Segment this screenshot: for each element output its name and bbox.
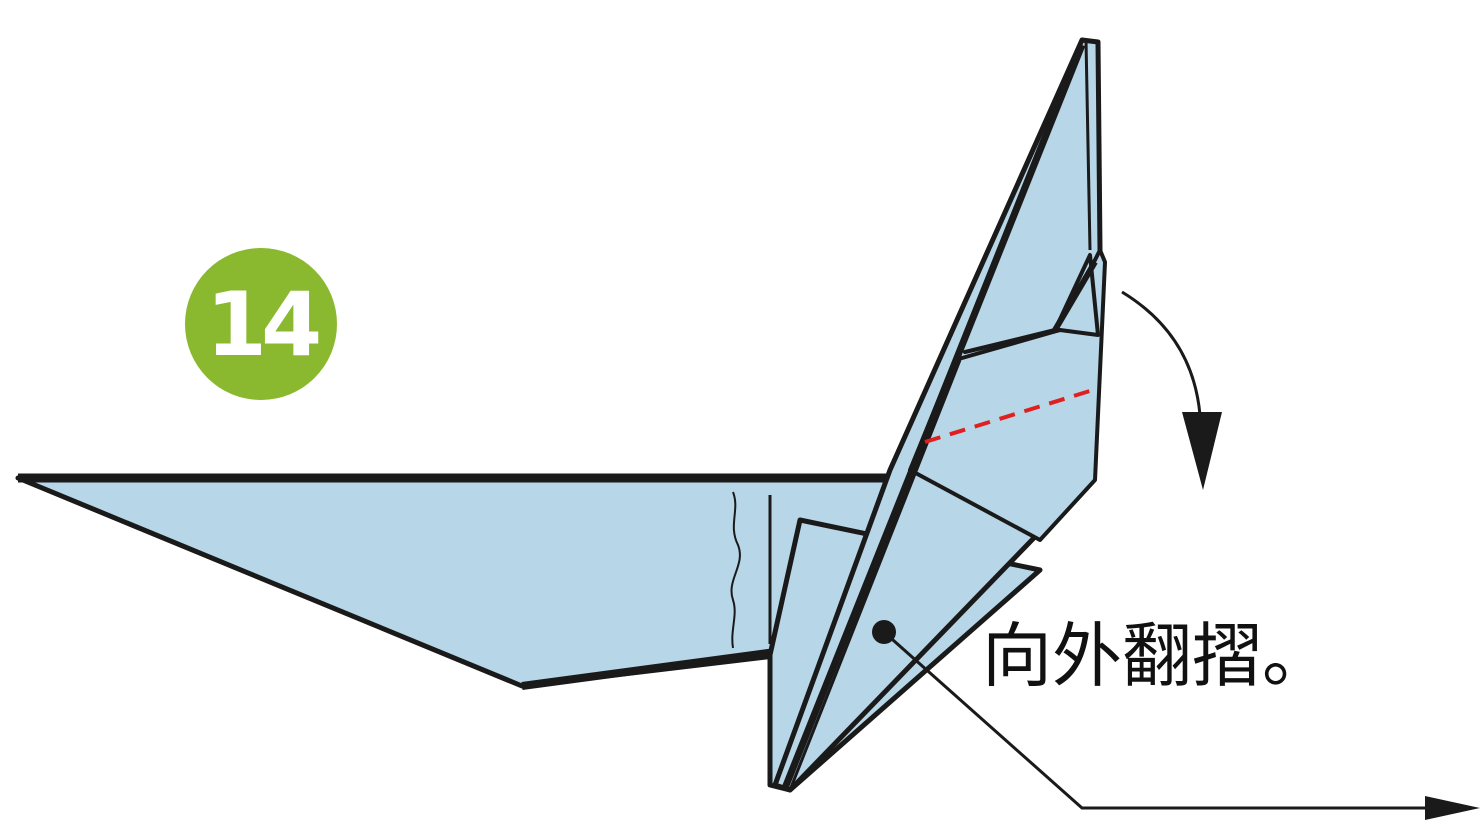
neck-front-edge <box>781 43 1086 790</box>
tail-crease-wavy <box>730 491 741 649</box>
arrowhead-down-icon <box>1182 412 1222 490</box>
tip-strip-2 <box>1096 41 1102 246</box>
fold-line-dashed <box>924 388 1094 444</box>
step-number-badge: 14 <box>205 272 322 376</box>
leader-arrowhead-icon <box>1425 796 1480 820</box>
step-badge-circle <box>185 248 337 400</box>
head-inner-fold <box>963 253 1100 354</box>
curved-arrow-down-icon <box>1121 290 1202 416</box>
leader-arrow-icon <box>883 630 1445 810</box>
tip-strip-1 <box>1084 39 1092 251</box>
instruction-caption: 向外翻摺。 <box>982 615 1332 697</box>
head-fold-edge <box>1052 260 1098 332</box>
neck-inner-edge <box>788 359 962 791</box>
